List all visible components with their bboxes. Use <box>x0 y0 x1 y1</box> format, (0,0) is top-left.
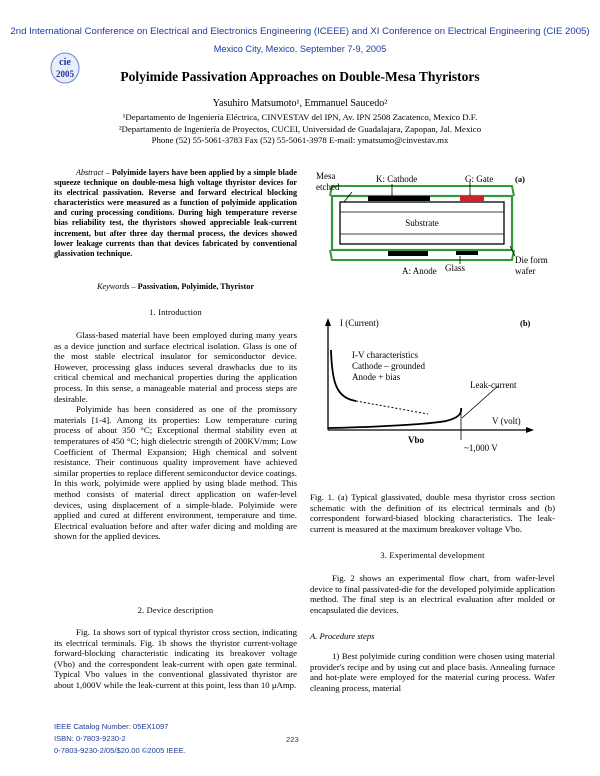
procedure-paragraph-1: 1) Best polyimide curing condition were … <box>310 651 555 693</box>
label-anode: A: Anode <box>402 266 437 276</box>
label-mesa: Mesa <box>316 171 336 181</box>
footer-catalog: IEEE Catalog Number: 05EX1097 <box>54 722 169 731</box>
negative-resistance-curve <box>355 400 429 415</box>
introduction-body: Glass-based material have been employed … <box>54 330 297 542</box>
iv-line-2: Cathode – grounded <box>352 361 425 371</box>
label-etched: etched <box>316 182 340 192</box>
on-state-curve <box>330 349 357 402</box>
procedure-body: 1) Best polyimide curing condition were … <box>310 651 555 693</box>
section-title-device: 2. Device description <box>137 606 214 615</box>
keywords: Keywords – Passivation, Polyimide, Thyri… <box>54 282 297 291</box>
label-wafer: wafer <box>515 266 535 276</box>
vbo-label: Vbo <box>408 435 425 445</box>
label-cathode: K: Cathode <box>376 174 417 184</box>
paper-authors: Yasuhiro Matsumoto¹, Emmanuel Saucedo² <box>212 98 388 109</box>
abstract: Abstract – Polyimide layers have been ap… <box>54 168 297 259</box>
cie-logo-icon: cie 2005 <box>50 52 80 84</box>
affiliation-1: ¹Departamento de Ingeniería Eléctrica, C… <box>122 112 478 122</box>
label-die-form: Die form <box>515 255 548 265</box>
experimental-body: Fig. 2 shows an experimental flow chart,… <box>310 573 555 615</box>
svg-text:2005: 2005 <box>56 69 75 79</box>
figure-1b-iv-characteristic: I (Current) (b) I-V characteristics Cath… <box>325 318 534 453</box>
contact-line: Phone (52) 55-5061-3783 Fax (52) 55-5061… <box>151 135 449 146</box>
substrate-block <box>339 201 505 245</box>
keywords-text: Passivation, Polyimide, Thyristor <box>137 282 254 291</box>
subsection-procedure-steps: A. Procedure steps <box>310 631 375 641</box>
conference-location: Mexico City, Mexico. September 7-9, 2005 <box>213 44 387 54</box>
footer-isbn: ISBN: 0-7803-9230-2 <box>54 734 126 744</box>
leak-current-label: Leak-current <box>470 380 517 390</box>
blocking-curve <box>327 407 463 429</box>
page-number: 223 <box>286 735 299 744</box>
cathode-contact <box>368 196 430 201</box>
y-axis-label: I (Current) <box>340 318 379 328</box>
device-body: Fig. 1a shows sort of typical thyristor … <box>54 627 297 691</box>
figure-1-caption: Fig. 1. (a) Typical glassivated, double … <box>310 492 555 534</box>
footer-copyright: 0-7803-9230-2/05/$20.00 ©2005 IEEE. <box>54 746 186 756</box>
x-axis-label: V (volt) <box>492 416 521 426</box>
anode-contact <box>388 251 428 256</box>
exp-paragraph-1: Fig. 2 shows an experimental flow chart,… <box>310 573 555 615</box>
label-substrate: Substrate <box>405 218 439 228</box>
paper-title: Polyimide Passivation Approaches on Doub… <box>120 69 480 84</box>
iv-line-3: Anode + bias <box>352 372 401 382</box>
abstract-text: Polyimide layers have been applied by a … <box>54 168 297 258</box>
section-title-introduction: 1. Introduction <box>149 308 202 317</box>
keywords-label: Keywords – <box>97 282 138 291</box>
section-title-experimental: 3. Experimental development <box>380 551 485 560</box>
label-gate: G: Gate <box>465 174 493 184</box>
abstract-label: Abstract – <box>76 168 112 177</box>
intro-paragraph-1: Glass-based material have been employed … <box>54 330 297 404</box>
label-b: (b) <box>520 318 531 328</box>
figure-1a-thyristor-cross-section: Mesa etched K: Cathode G: Gate (a) Subst… <box>316 171 548 276</box>
affiliations: ¹Departamento de Ingeniería Eléctrica, C… <box>0 112 600 147</box>
approx-voltage-label: ~1,000 V <box>464 443 498 453</box>
label-a: (a) <box>515 174 525 184</box>
affiliation-2: ²Departamento de Ingeniería de Proyectos… <box>118 123 482 134</box>
conference-header: 2nd International Conference on Electric… <box>10 26 590 37</box>
intro-paragraph-2: Polyimide has been considered as one of … <box>54 404 297 542</box>
label-glass: Glass <box>445 263 465 273</box>
svg-text:cie: cie <box>59 57 71 68</box>
footer: IEEE Catalog Number: 05EX1097 ISBN: 0-78… <box>54 721 186 758</box>
glass-edge <box>329 185 515 261</box>
gate-contact <box>460 196 484 201</box>
iv-line-1: I-V characteristics <box>352 350 419 360</box>
device-paragraph-1: Fig. 1a shows sort of typical thyristor … <box>54 627 297 690</box>
